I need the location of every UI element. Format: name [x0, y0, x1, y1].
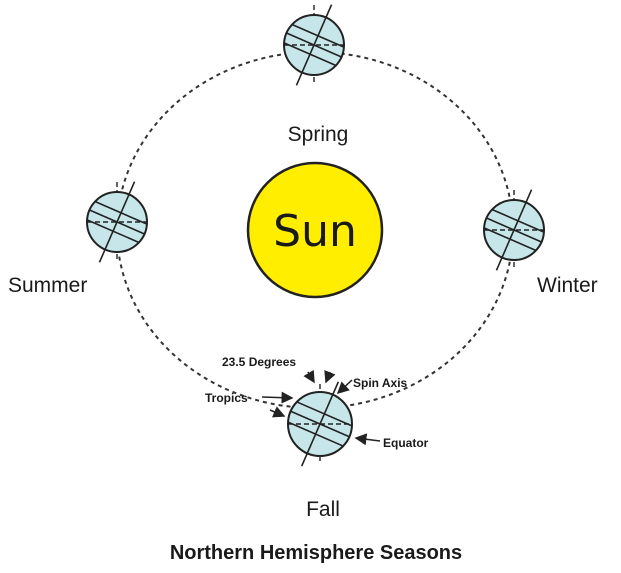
tropic-line — [296, 401, 353, 427]
tropic-line — [94, 200, 147, 225]
degrees-arrow-right — [324, 370, 336, 384]
tropic-line — [87, 219, 140, 244]
tropic-line — [291, 23, 344, 48]
equator-line — [286, 32, 342, 58]
degrees-arrow-left — [303, 369, 315, 384]
earth-winter — [483, 189, 545, 271]
sun: Sun — [246, 161, 384, 299]
earth-fall — [287, 381, 353, 467]
label-equator: Equator — [383, 436, 429, 450]
equator-line — [290, 410, 350, 438]
label-winter: Winter — [537, 274, 598, 297]
tropics-arrow — [261, 391, 294, 404]
label-spin-axis: Spin Axis — [353, 376, 408, 390]
tropics-arrow-lower — [269, 406, 286, 418]
label-summer: Summer — [8, 274, 87, 297]
equator-line — [486, 217, 542, 243]
tropic-line — [284, 42, 337, 67]
label-fall: Fall — [306, 498, 340, 521]
earth-summer — [86, 181, 148, 263]
tropic-line — [484, 227, 537, 252]
tropic-line — [287, 421, 344, 447]
label-spring: Spring — [288, 123, 349, 146]
tropic-line — [491, 208, 544, 233]
label-23-5-degrees: 23.5 Degrees — [222, 355, 296, 369]
equator-arrow — [354, 433, 381, 446]
spin-axis-arrow — [336, 379, 353, 395]
sun-label: Sun — [273, 206, 357, 257]
equator-line — [89, 209, 145, 235]
earth-spring — [283, 4, 345, 86]
label-tropics: Tropics — [205, 391, 248, 405]
sun-disc — [246, 161, 384, 299]
diagram-caption: Northern Hemisphere Seasons — [170, 542, 462, 564]
